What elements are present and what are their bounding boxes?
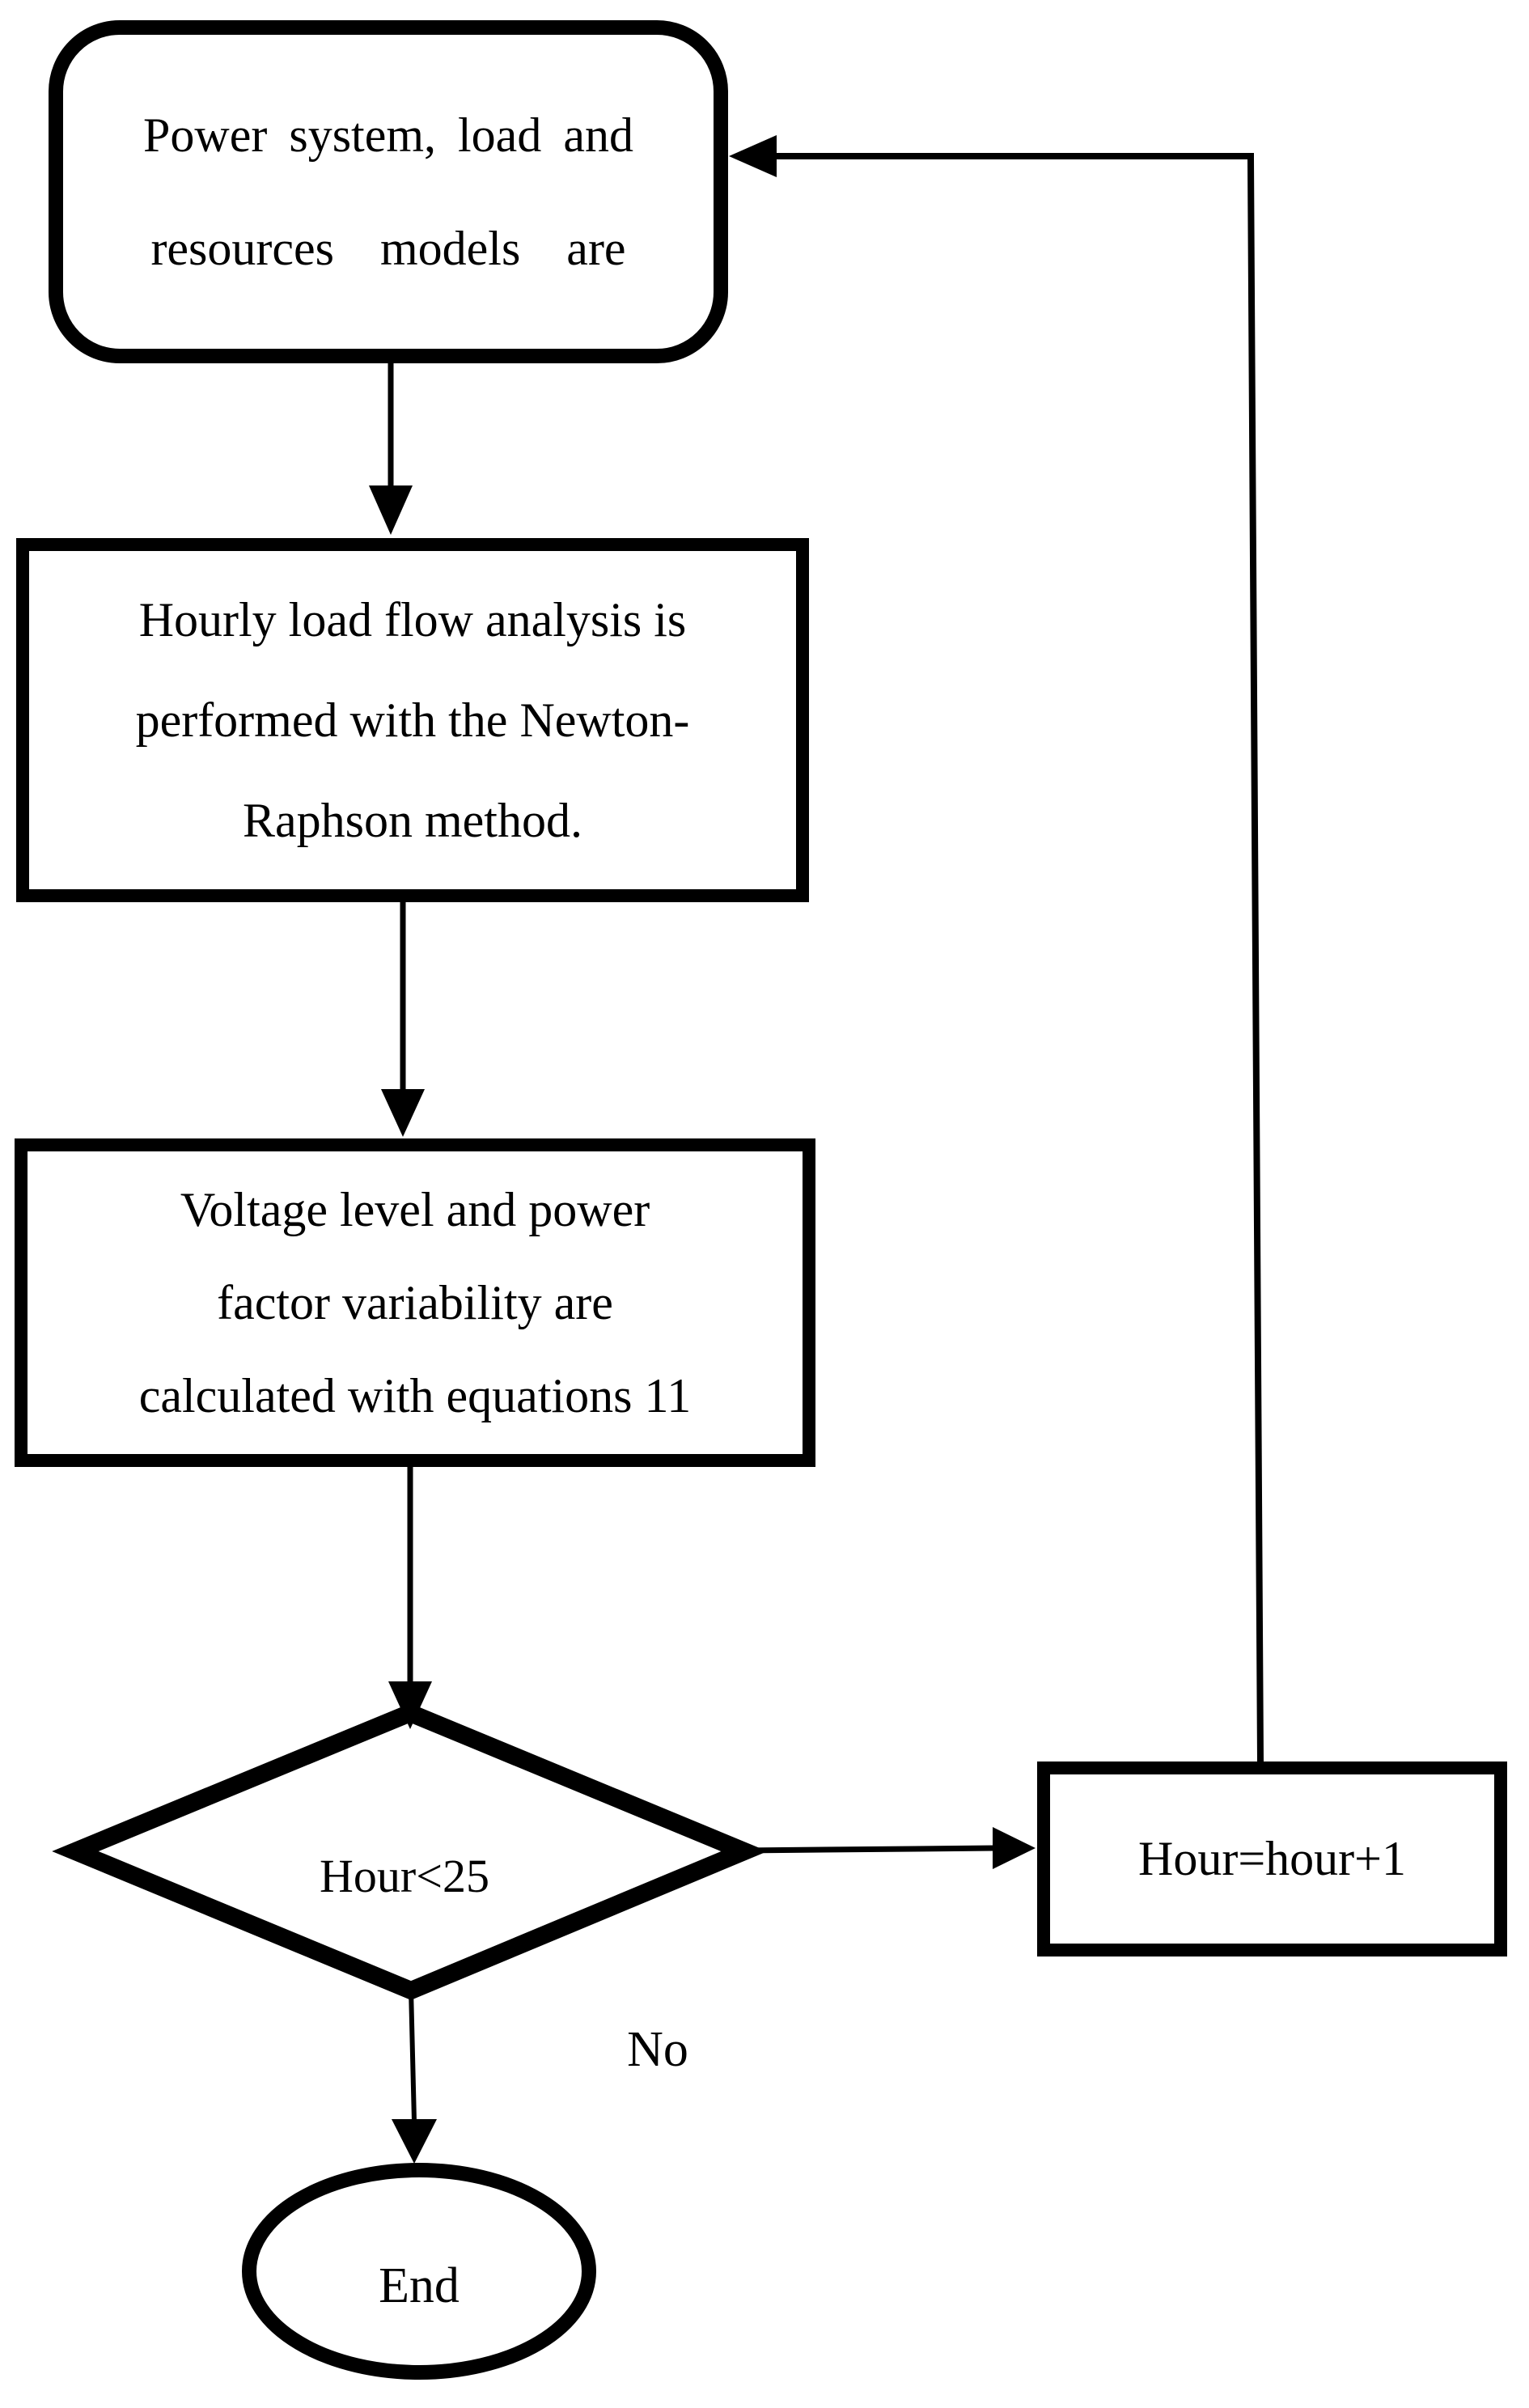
node-end-label: End bbox=[379, 2258, 460, 2313]
node-load-flow-line: performed with the Newton- bbox=[135, 693, 690, 747]
feedback-arrowhead-icon bbox=[729, 135, 777, 177]
node-variability-line: calculated with equations 11 bbox=[138, 1368, 692, 1422]
arrow-start-to-loadflow-head-icon bbox=[369, 485, 413, 535]
node-load-flow-line: Hourly load flow analysis is bbox=[138, 593, 687, 647]
node-variability-line: factor variability are bbox=[217, 1275, 613, 1329]
edge-label-no: No bbox=[627, 2021, 688, 2077]
connector-decision-to-increment-head-icon bbox=[993, 1827, 1036, 1869]
arrow-variability-to-decision-head-icon bbox=[388, 1681, 432, 1729]
node-decision-label: Hour<25 bbox=[320, 1849, 489, 1902]
feedback-connector-line bbox=[775, 153, 1264, 1762]
arrow-loadflow-to-variability-head-icon bbox=[381, 1089, 425, 1137]
node-load-flow-line: Raphson method. bbox=[243, 794, 582, 847]
arrow-decision-to-end-head-icon bbox=[392, 2119, 437, 2164]
arrow-decision-to-end-line bbox=[409, 1988, 417, 2122]
node-increment-label: Hour=hour+1 bbox=[1138, 1832, 1406, 1885]
node-start: Power system, load and resources models … bbox=[49, 20, 728, 363]
node-start-line: resources models are bbox=[150, 222, 626, 275]
end-ellipse-shape bbox=[242, 2163, 596, 2380]
node-start-line: Power system, load and bbox=[143, 108, 633, 162]
node-load-flow: Hourly load flow analysis is performed w… bbox=[16, 538, 809, 902]
node-increment: Hour=hour+1 bbox=[1037, 1761, 1507, 1956]
connector-decision-to-increment-line bbox=[742, 1845, 996, 1854]
node-variability: Voltage level and power factor variabili… bbox=[15, 1138, 815, 1467]
node-variability-line: Voltage level and power bbox=[180, 1182, 650, 1236]
